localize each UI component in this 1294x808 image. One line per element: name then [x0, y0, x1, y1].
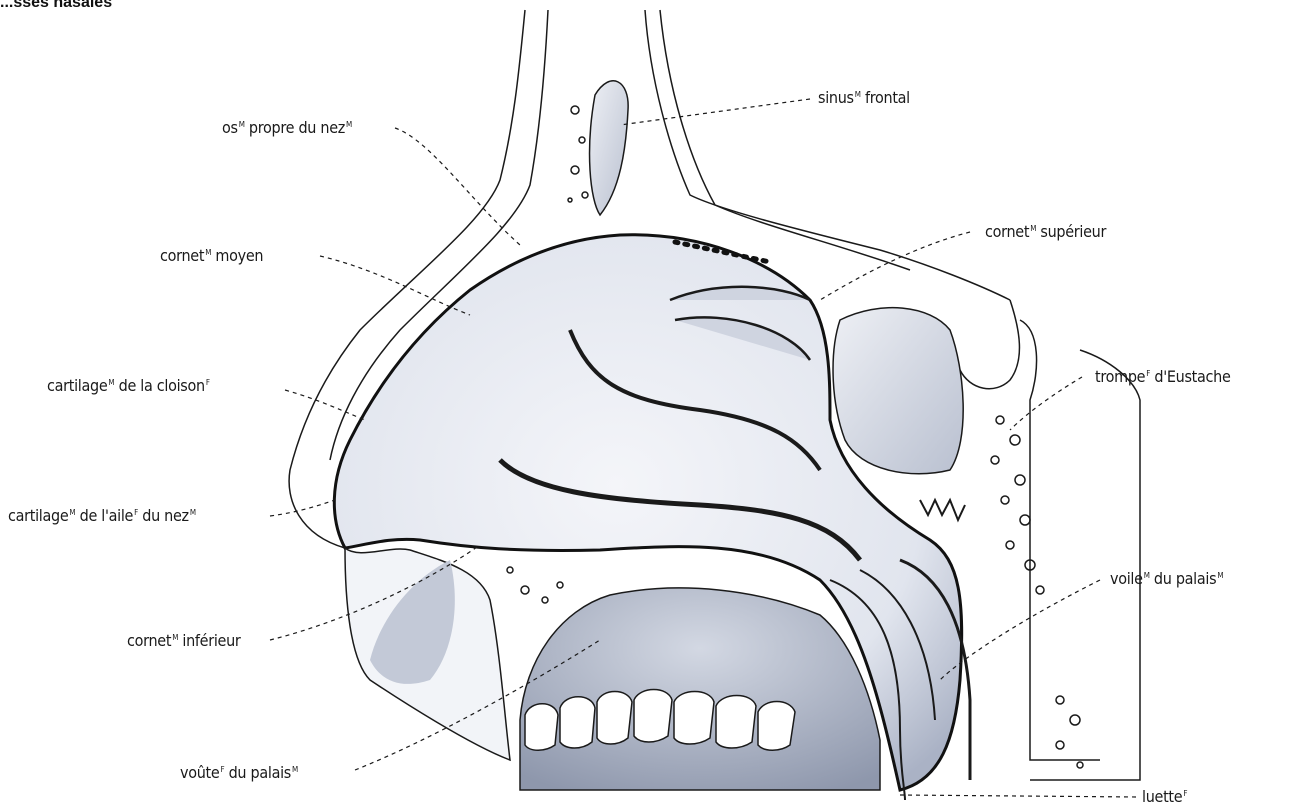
label-cornet-inferieur: cornetM inférieur	[127, 631, 241, 651]
label-cartilage-aile: cartilageM de l'aileF du nezM	[8, 506, 196, 526]
label-sinus-frontal: sinusM frontal	[818, 88, 910, 108]
label-cornet-moyen: cornetM moyen	[160, 246, 263, 266]
frontal-sinus	[590, 81, 629, 215]
page-heading: ...sses nasales	[0, 0, 112, 12]
nasopharynx-ridges	[920, 500, 965, 520]
label-trompe-eustache: trompeF d'Eustache	[1095, 367, 1231, 387]
oral-cavity	[520, 588, 880, 790]
label-luette: luetteF	[1142, 787, 1187, 807]
sphenoid-sinus	[833, 308, 963, 474]
label-cornet-superieur: cornetM supérieur	[985, 222, 1106, 242]
label-voute-du-palais: voûteF du palaisM	[180, 763, 298, 783]
label-voile-du-palais: voileM du palaisM	[1110, 569, 1223, 589]
label-os-propre-du-nez: osM propre du nezM	[222, 118, 352, 138]
label-cartilage-cloison: cartilageM de la cloisonF	[47, 376, 210, 396]
